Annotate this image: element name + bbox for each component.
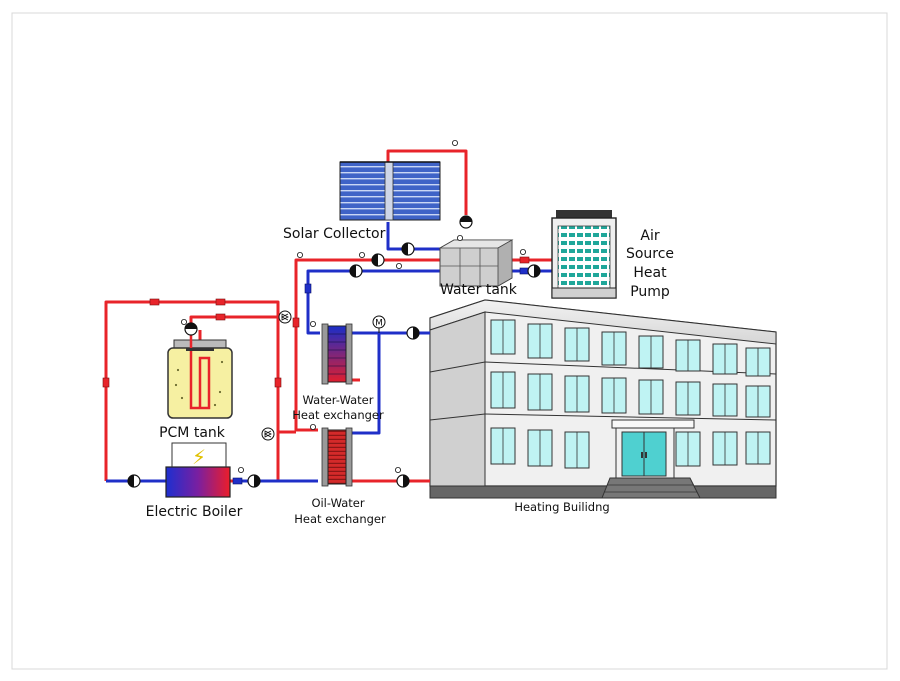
pump-icon [127,215,541,488]
label-ww-hx-1: Water-Water [303,393,374,407]
label-air-source-2: Source [626,246,674,262]
oil-water-heat-exchanger [321,427,353,487]
label-ww-hx-2: Heat exchanger [292,408,384,422]
component-labels: Solar Collector Water tank Air Source He… [146,226,674,526]
solar-collector [339,161,441,221]
thermometer-icon [180,139,527,473]
label-heating-building: Heating Builidng [514,500,609,514]
label-air-source-1: Air [640,228,659,244]
label-air-source-3: Heat [633,265,667,281]
motor-valve-icon: M [372,315,386,333]
label-solar-collector: Solar Collector [283,226,386,242]
label-water-tank: Water tank [440,282,518,298]
water-water-heat-exchanger [321,323,353,385]
building-entrance [601,419,701,499]
lightning-icon: ⚡ [192,445,206,469]
air-source-heat-pump [551,210,617,299]
label-air-source-4: Pump [630,284,670,300]
water-tank [438,239,514,287]
electric-boiler: ⚡ [165,442,231,498]
pcm-tank [167,323,233,419]
label-ow-hx-1: Oil-Water [311,496,364,510]
label-pcm-tank: PCM tank [159,425,226,441]
motor-valve-label: M [375,319,383,329]
heating-building [429,299,777,499]
valve-icon [261,310,292,441]
label-electric-boiler: Electric Boiler [146,504,243,520]
label-ow-hx-2: Heat exchanger [294,512,386,526]
figure-frame [11,12,888,670]
